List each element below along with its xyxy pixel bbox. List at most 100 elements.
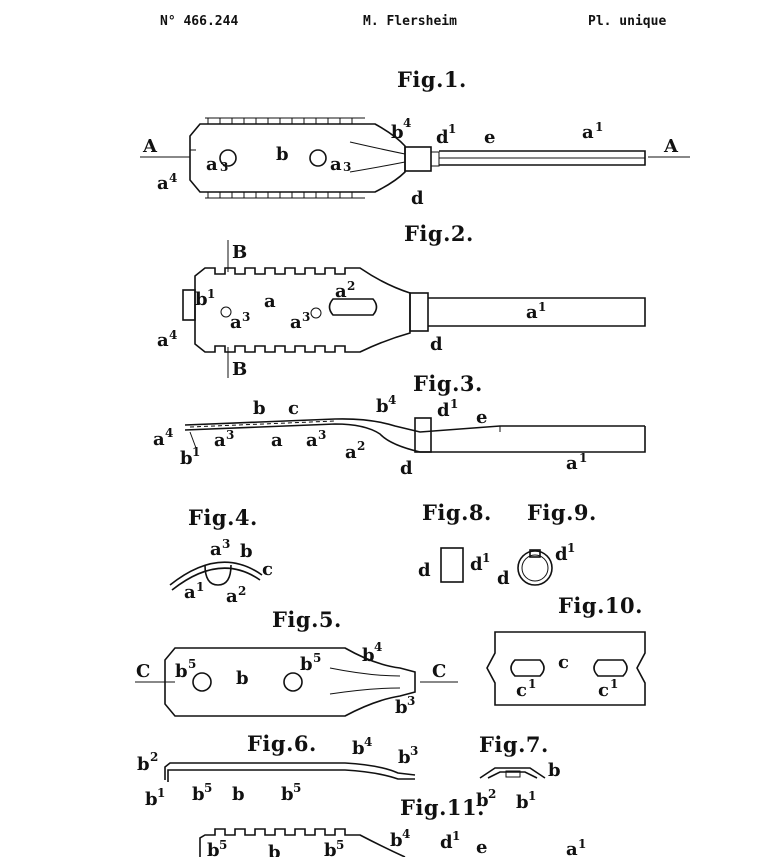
svg-text:b: b [276, 144, 289, 165]
svg-text:1: 1 [578, 837, 586, 851]
fig9-title: Fig.9. [527, 500, 597, 525]
svg-text:b: b [300, 654, 313, 675]
svg-text:B: B [232, 242, 247, 263]
svg-text:b: b [145, 789, 158, 810]
svg-text:5: 5 [293, 781, 301, 795]
svg-text:a: a [330, 154, 342, 175]
svg-text:3: 3 [242, 310, 250, 324]
svg-text:b: b [324, 840, 337, 857]
svg-text:4: 4 [169, 328, 177, 342]
svg-text:3: 3 [407, 694, 415, 708]
svg-text:d: d [555, 544, 568, 565]
svg-text:1: 1 [450, 397, 458, 411]
svg-text:1: 1 [610, 677, 618, 691]
svg-text:a: a [345, 442, 357, 463]
svg-text:a: a [264, 291, 276, 312]
svg-text:a: a [271, 430, 283, 451]
svg-text:4: 4 [402, 827, 410, 841]
svg-text:d: d [418, 560, 431, 581]
svg-text:e: e [484, 127, 495, 148]
fig5-title: Fig.5. [272, 607, 342, 632]
fig2-title: Fig.2. [404, 221, 474, 246]
svg-text:d: d [411, 188, 424, 209]
plate-label: Pl. unique [588, 14, 667, 29]
svg-text:a: a [290, 312, 302, 333]
fig8-title: Fig.8. [422, 500, 492, 525]
svg-text:4: 4 [374, 640, 382, 654]
svg-text:3: 3 [226, 428, 234, 442]
svg-text:4: 4 [388, 393, 396, 407]
svg-text:b: b [192, 784, 205, 805]
svg-text:b: b [398, 747, 411, 768]
svg-text:3: 3 [343, 160, 351, 174]
fig7-title: Fig.7. [479, 732, 549, 757]
svg-text:d: d [436, 127, 449, 148]
svg-text:1: 1 [579, 451, 587, 465]
svg-text:b: b [376, 396, 389, 417]
svg-text:b: b [268, 842, 281, 857]
svg-text:3: 3 [410, 744, 418, 758]
svg-text:b: b [391, 122, 404, 143]
svg-text:4: 4 [403, 116, 411, 130]
svg-text:b: b [390, 830, 403, 851]
svg-text:b: b [137, 754, 150, 775]
svg-text:5: 5 [188, 657, 196, 671]
svg-text:5: 5 [336, 838, 344, 852]
svg-text:a: a [210, 539, 222, 560]
svg-text:a: a [582, 122, 594, 143]
fig6-title: Fig.6. [247, 731, 317, 756]
svg-text:1: 1 [567, 541, 575, 555]
svg-text:b: b [395, 697, 408, 718]
svg-text:2: 2 [347, 279, 355, 293]
fig1-title: Fig.1. [397, 67, 467, 92]
svg-text:d: d [430, 334, 443, 355]
svg-text:b: b [476, 790, 489, 811]
svg-text:5: 5 [313, 651, 321, 665]
svg-text:2: 2 [238, 584, 246, 598]
svg-text:1: 1 [595, 120, 603, 134]
svg-text:5: 5 [219, 838, 227, 852]
svg-text:4: 4 [364, 735, 372, 749]
svg-text:c: c [288, 398, 299, 419]
svg-text:a: a [306, 430, 318, 451]
svg-text:a: a [184, 582, 196, 603]
svg-text:1: 1 [528, 789, 536, 803]
svg-text:3: 3 [220, 160, 228, 174]
svg-text:e: e [476, 837, 487, 857]
svg-text:3: 3 [318, 428, 326, 442]
svg-text:1: 1 [196, 580, 204, 594]
svg-text:5: 5 [204, 781, 212, 795]
fig11-title: Fig.11. [400, 795, 485, 820]
svg-text:b: b [281, 784, 294, 805]
svg-text:b: b [175, 661, 188, 682]
svg-text:a: a [526, 302, 538, 323]
fig10-title: Fig.10. [558, 593, 643, 618]
svg-text:c: c [558, 652, 569, 673]
svg-text:1: 1 [192, 445, 200, 459]
svg-text:a: a [230, 312, 242, 333]
svg-text:b: b [207, 840, 220, 857]
svg-text:b: b [232, 784, 245, 805]
svg-text:2: 2 [357, 439, 365, 453]
svg-text:a: a [206, 154, 218, 175]
svg-text:d: d [437, 400, 450, 421]
svg-text:b: b [236, 668, 249, 689]
svg-text:C: C [432, 661, 446, 682]
svg-text:c: c [598, 680, 609, 701]
svg-text:2: 2 [488, 787, 496, 801]
svg-text:a: a [226, 586, 238, 607]
svg-text:2: 2 [150, 750, 158, 764]
svg-text:1: 1 [452, 829, 460, 843]
svg-text:1: 1 [482, 551, 490, 565]
svg-text:b: b [240, 541, 253, 562]
